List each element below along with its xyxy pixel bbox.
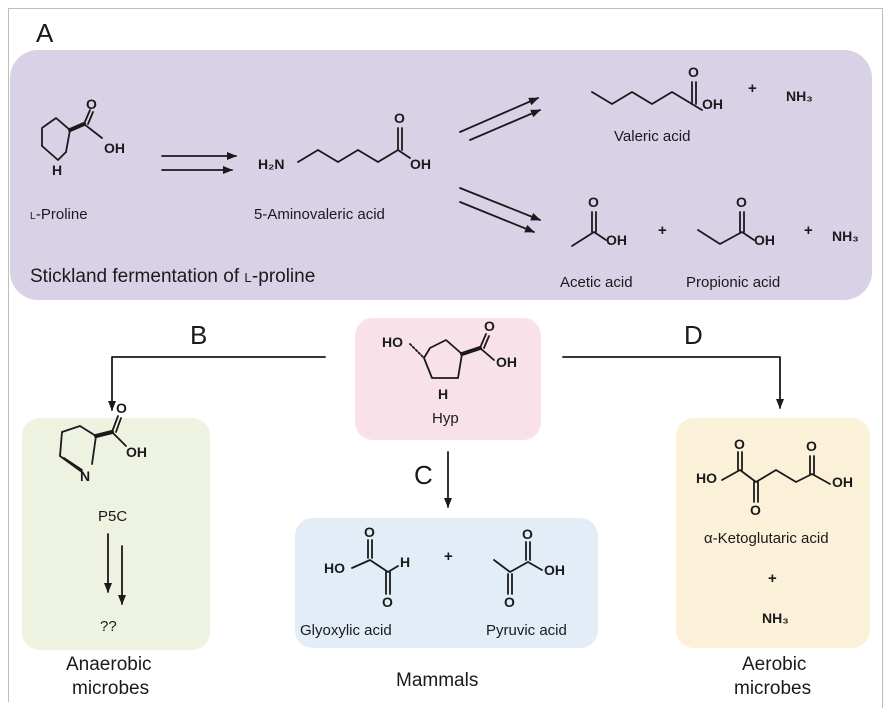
valeric-structure — [591, 81, 703, 111]
anaerobic-label-1: Anaerobic — [66, 654, 152, 675]
panel-c-mammals — [295, 518, 598, 648]
proline-oh-atom: OH — [104, 140, 125, 156]
panel-hyp — [355, 318, 541, 440]
aminovaleric-label: 5-Aminovaleric acid — [254, 206, 385, 223]
panel-a-letter: A — [36, 18, 54, 48]
acetic-oh-atom: OH — [606, 232, 627, 248]
propionic-plus: + — [804, 222, 813, 239]
p5c-product: ?? — [100, 618, 117, 635]
proline-structure — [41, 109, 103, 161]
ketoglutaric-o3-atom: O — [806, 438, 817, 454]
panel-a-title-prefix: Stickland fermentation of — [30, 266, 245, 287]
valeric-oh-atom: OH — [702, 96, 723, 112]
propionic-structure — [697, 211, 755, 245]
hyp-label: Hyp — [432, 410, 459, 427]
aerobic-label-2: microbes — [734, 678, 812, 699]
aminovaleric-structure — [297, 127, 411, 163]
hyp-o-atom: O — [484, 318, 495, 334]
propionic-label: Propionic acid — [686, 274, 781, 291]
valeric-plus: + — [748, 80, 757, 97]
pyruvic-o-atom: O — [522, 526, 533, 542]
p5c-o-atom: O — [116, 400, 127, 416]
figure-frame-left — [8, 8, 9, 702]
proline-o-atom: O — [86, 96, 97, 112]
glyoxylic-label: Glyoxylic acid — [300, 622, 392, 639]
mammals-label: Mammals — [396, 670, 479, 691]
propionic-nh3-atom: NH₃ — [832, 228, 859, 244]
pyruvic-oh-atom: OH — [544, 562, 565, 578]
pyruvic-label: Pyruvic acid — [486, 622, 567, 639]
hyp-oh-atom: OH — [496, 354, 517, 370]
aminovaleric-oh-atom: OH — [410, 156, 431, 172]
hyp-structure — [409, 333, 495, 379]
ketoglutaric-ho-atom: HO — [696, 470, 717, 486]
panel-b-letter: B — [190, 320, 208, 350]
hyp-h-atom: H — [438, 386, 449, 402]
panel-d-plus: + — [768, 570, 777, 587]
ketoglutaric-o2-atom: O — [750, 502, 761, 518]
proline-label: L-Proline — [30, 206, 88, 223]
acetic-structure — [571, 211, 607, 247]
ketoglutaric-structure — [721, 451, 831, 503]
glyoxylic-ho-atom: HO — [324, 560, 345, 576]
panel-a-title-smallcaps: L — [244, 270, 252, 285]
acetic-o-atom: O — [588, 194, 599, 210]
aminovaleric-h2n-atom: H₂N — [258, 156, 285, 172]
valeric-o-atom: O — [688, 64, 699, 80]
panel-a-title: Stickland fermentation of L-proline — [30, 266, 315, 288]
propionic-oh-atom: OH — [754, 232, 775, 248]
proline-h-atom: H — [52, 162, 63, 178]
acetic-label: Acetic acid — [560, 274, 633, 291]
ketoglutaric-oh-atom: OH — [832, 474, 853, 490]
acetic-plus: + — [658, 222, 667, 239]
p5c-oh-atom: OH — [126, 444, 147, 460]
panel-a-title-suffix: -proline — [251, 266, 316, 287]
panel-d-aerobic — [676, 418, 870, 648]
p5c-n-atom: N — [80, 468, 91, 484]
ketoglutaric-label: α-Ketoglutaric acid — [704, 530, 829, 547]
proline-suffix: -Proline — [35, 206, 88, 223]
glyoxylic-o2-atom: O — [382, 594, 393, 610]
aminovaleric-o-atom: O — [394, 110, 405, 126]
panel-b-anaerobic — [22, 418, 210, 650]
hyp-ho-atom: HO — [382, 334, 403, 350]
valeric-label: Valeric acid — [614, 128, 691, 145]
glyoxylic-structure — [351, 539, 399, 595]
panel-d-letter: D — [684, 320, 703, 350]
p5c-structure — [59, 415, 127, 473]
panel-d-nh3: NH₃ — [762, 610, 789, 626]
glyoxylic-o-atom: O — [364, 524, 375, 540]
panel-c-plus: + — [444, 548, 453, 565]
glyoxylic-h-atom: H — [400, 554, 411, 570]
p5c-label: P5C — [98, 508, 128, 525]
pyruvic-structure — [493, 541, 543, 595]
ketoglutaric-o1-atom: O — [734, 436, 745, 452]
valeric-nh3-atom: NH₃ — [786, 88, 813, 104]
propionic-o-atom: O — [736, 194, 747, 210]
panel-a-stickland — [10, 50, 872, 300]
figure-frame — [8, 8, 883, 708]
anaerobic-label-2: microbes — [72, 678, 150, 699]
pyruvic-o2-atom: O — [504, 594, 515, 610]
panel-c-letter: C — [414, 460, 433, 490]
aerobic-label-1: Aerobic — [742, 654, 807, 675]
proline-prefix: L — [30, 211, 36, 222]
